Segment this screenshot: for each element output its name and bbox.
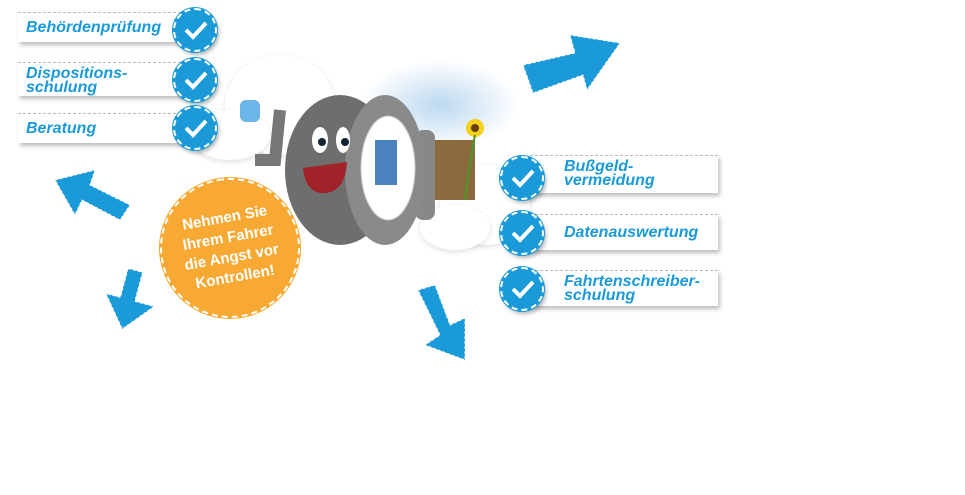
arrow-up-right-icon: [522, 34, 621, 94]
item-label: Datenauswertung: [564, 224, 699, 241]
service-item-beratung: Beratung: [18, 113, 196, 143]
item-label: Beratung: [26, 120, 97, 137]
service-item-datenauswertung: Datenauswertung: [530, 214, 718, 250]
check-icon: [173, 106, 217, 150]
sunflower-icon: [464, 119, 484, 201]
check-icon: [500, 156, 544, 200]
tire-mascot-illustration: [240, 95, 484, 245]
arrow-up-left-icon: [54, 169, 131, 221]
check-icon: [173, 58, 217, 102]
ground-patch: [430, 140, 475, 200]
item-label: Behördenprüfung: [26, 19, 162, 36]
smile: [303, 162, 347, 194]
service-item-bussgeldvermeidung: Bußgeld-vermeidung: [530, 155, 718, 193]
check-icon: [173, 8, 217, 52]
item-label: Fahrtenschreiber-: [564, 273, 701, 290]
arrow-down-right-icon: [417, 284, 466, 361]
service-item-behoerdenpruefung: Behördenprüfung: [18, 12, 196, 42]
item-label-line2: schulung: [564, 287, 636, 304]
item-label-line2: schulung: [26, 79, 98, 96]
thumbs-up-glove-icon: [240, 100, 260, 122]
arrow-down-icon: [104, 267, 156, 330]
item-label: Dispositions-: [26, 65, 128, 82]
service-item-dispositionsschulung: Dispositions-schulung: [18, 62, 196, 96]
check-icon: [500, 211, 544, 255]
check-icon: [500, 267, 544, 311]
service-item-fahrtenschreiberschulung: Fahrtenschreiber-schulung: [530, 270, 718, 306]
item-label-line2: vermeidung: [564, 172, 655, 189]
item-label: Bußgeld-: [564, 158, 634, 175]
arm: [255, 109, 286, 166]
